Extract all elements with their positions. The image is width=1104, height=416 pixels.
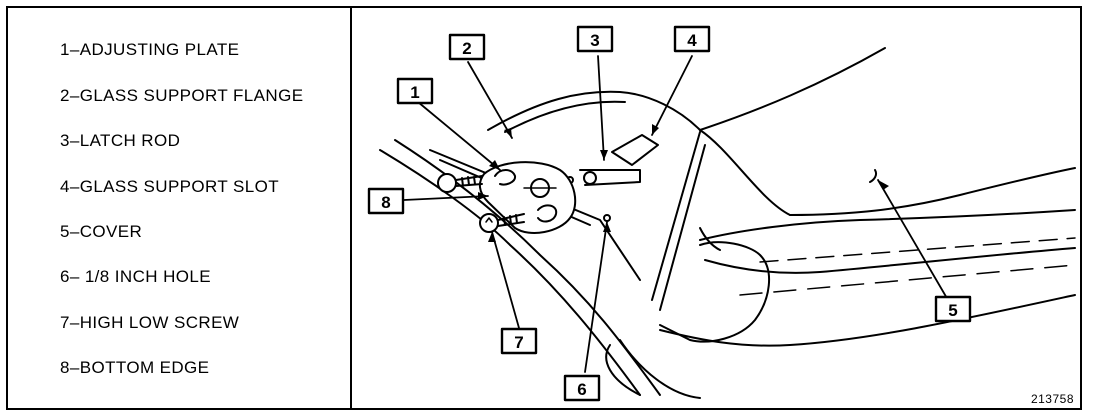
figure-frame	[6, 6, 1082, 410]
legend-item-latch-rod: 3–LATCH ROD	[60, 131, 181, 150]
legend-item-hole: 6– 1/8 INCH HOLE	[60, 267, 211, 286]
callout-3: 3	[590, 31, 599, 50]
leader-lines	[403, 55, 949, 373]
upper-screw	[437, 173, 483, 193]
figure-number: 213758	[1030, 392, 1074, 406]
callout-2: 2	[462, 39, 471, 58]
callout-1: 1	[410, 83, 419, 102]
callout-box-6	[563, 374, 601, 402]
callout-box-3	[576, 25, 614, 53]
high-low-screw	[479, 213, 525, 233]
glass-support-slot	[611, 134, 659, 166]
hole	[603, 214, 611, 222]
legend-item-glass-support-flange: 2–GLASS SUPPORT FLANGE	[60, 86, 304, 105]
callout-box-1	[396, 77, 434, 105]
callout-6: 6	[577, 380, 586, 399]
cover	[605, 169, 1076, 399]
callout-box-4	[673, 25, 711, 53]
legend-item-adjusting-plate: 1–ADJUSTING PLATE	[60, 40, 240, 59]
legend-item-high-low-screw: 7–HIGH LOW SCREW	[60, 313, 240, 332]
legend-item-glass-support-slot: 4–GLASS SUPPORT SLOT	[60, 177, 280, 196]
legend-panel: 1–ADJUSTING PLATE 2–GLASS SUPPORT FLANGE…	[8, 8, 352, 408]
callout-box-5	[934, 295, 972, 323]
latch-rod	[566, 169, 641, 186]
arrowheads	[478, 124, 889, 242]
callout-5: 5	[948, 301, 957, 320]
callout-box-7	[500, 327, 538, 355]
callout-4: 4	[687, 31, 697, 50]
callout-box-2	[448, 33, 486, 61]
callout-8: 8	[381, 193, 390, 212]
callout-7: 7	[514, 333, 523, 352]
legend-item-bottom-edge: 8–BOTTOM EDGE	[60, 358, 210, 377]
roof-panel	[487, 47, 1076, 311]
legend-item-cover: 5–COVER	[60, 222, 143, 241]
callout-box-8	[367, 187, 405, 215]
